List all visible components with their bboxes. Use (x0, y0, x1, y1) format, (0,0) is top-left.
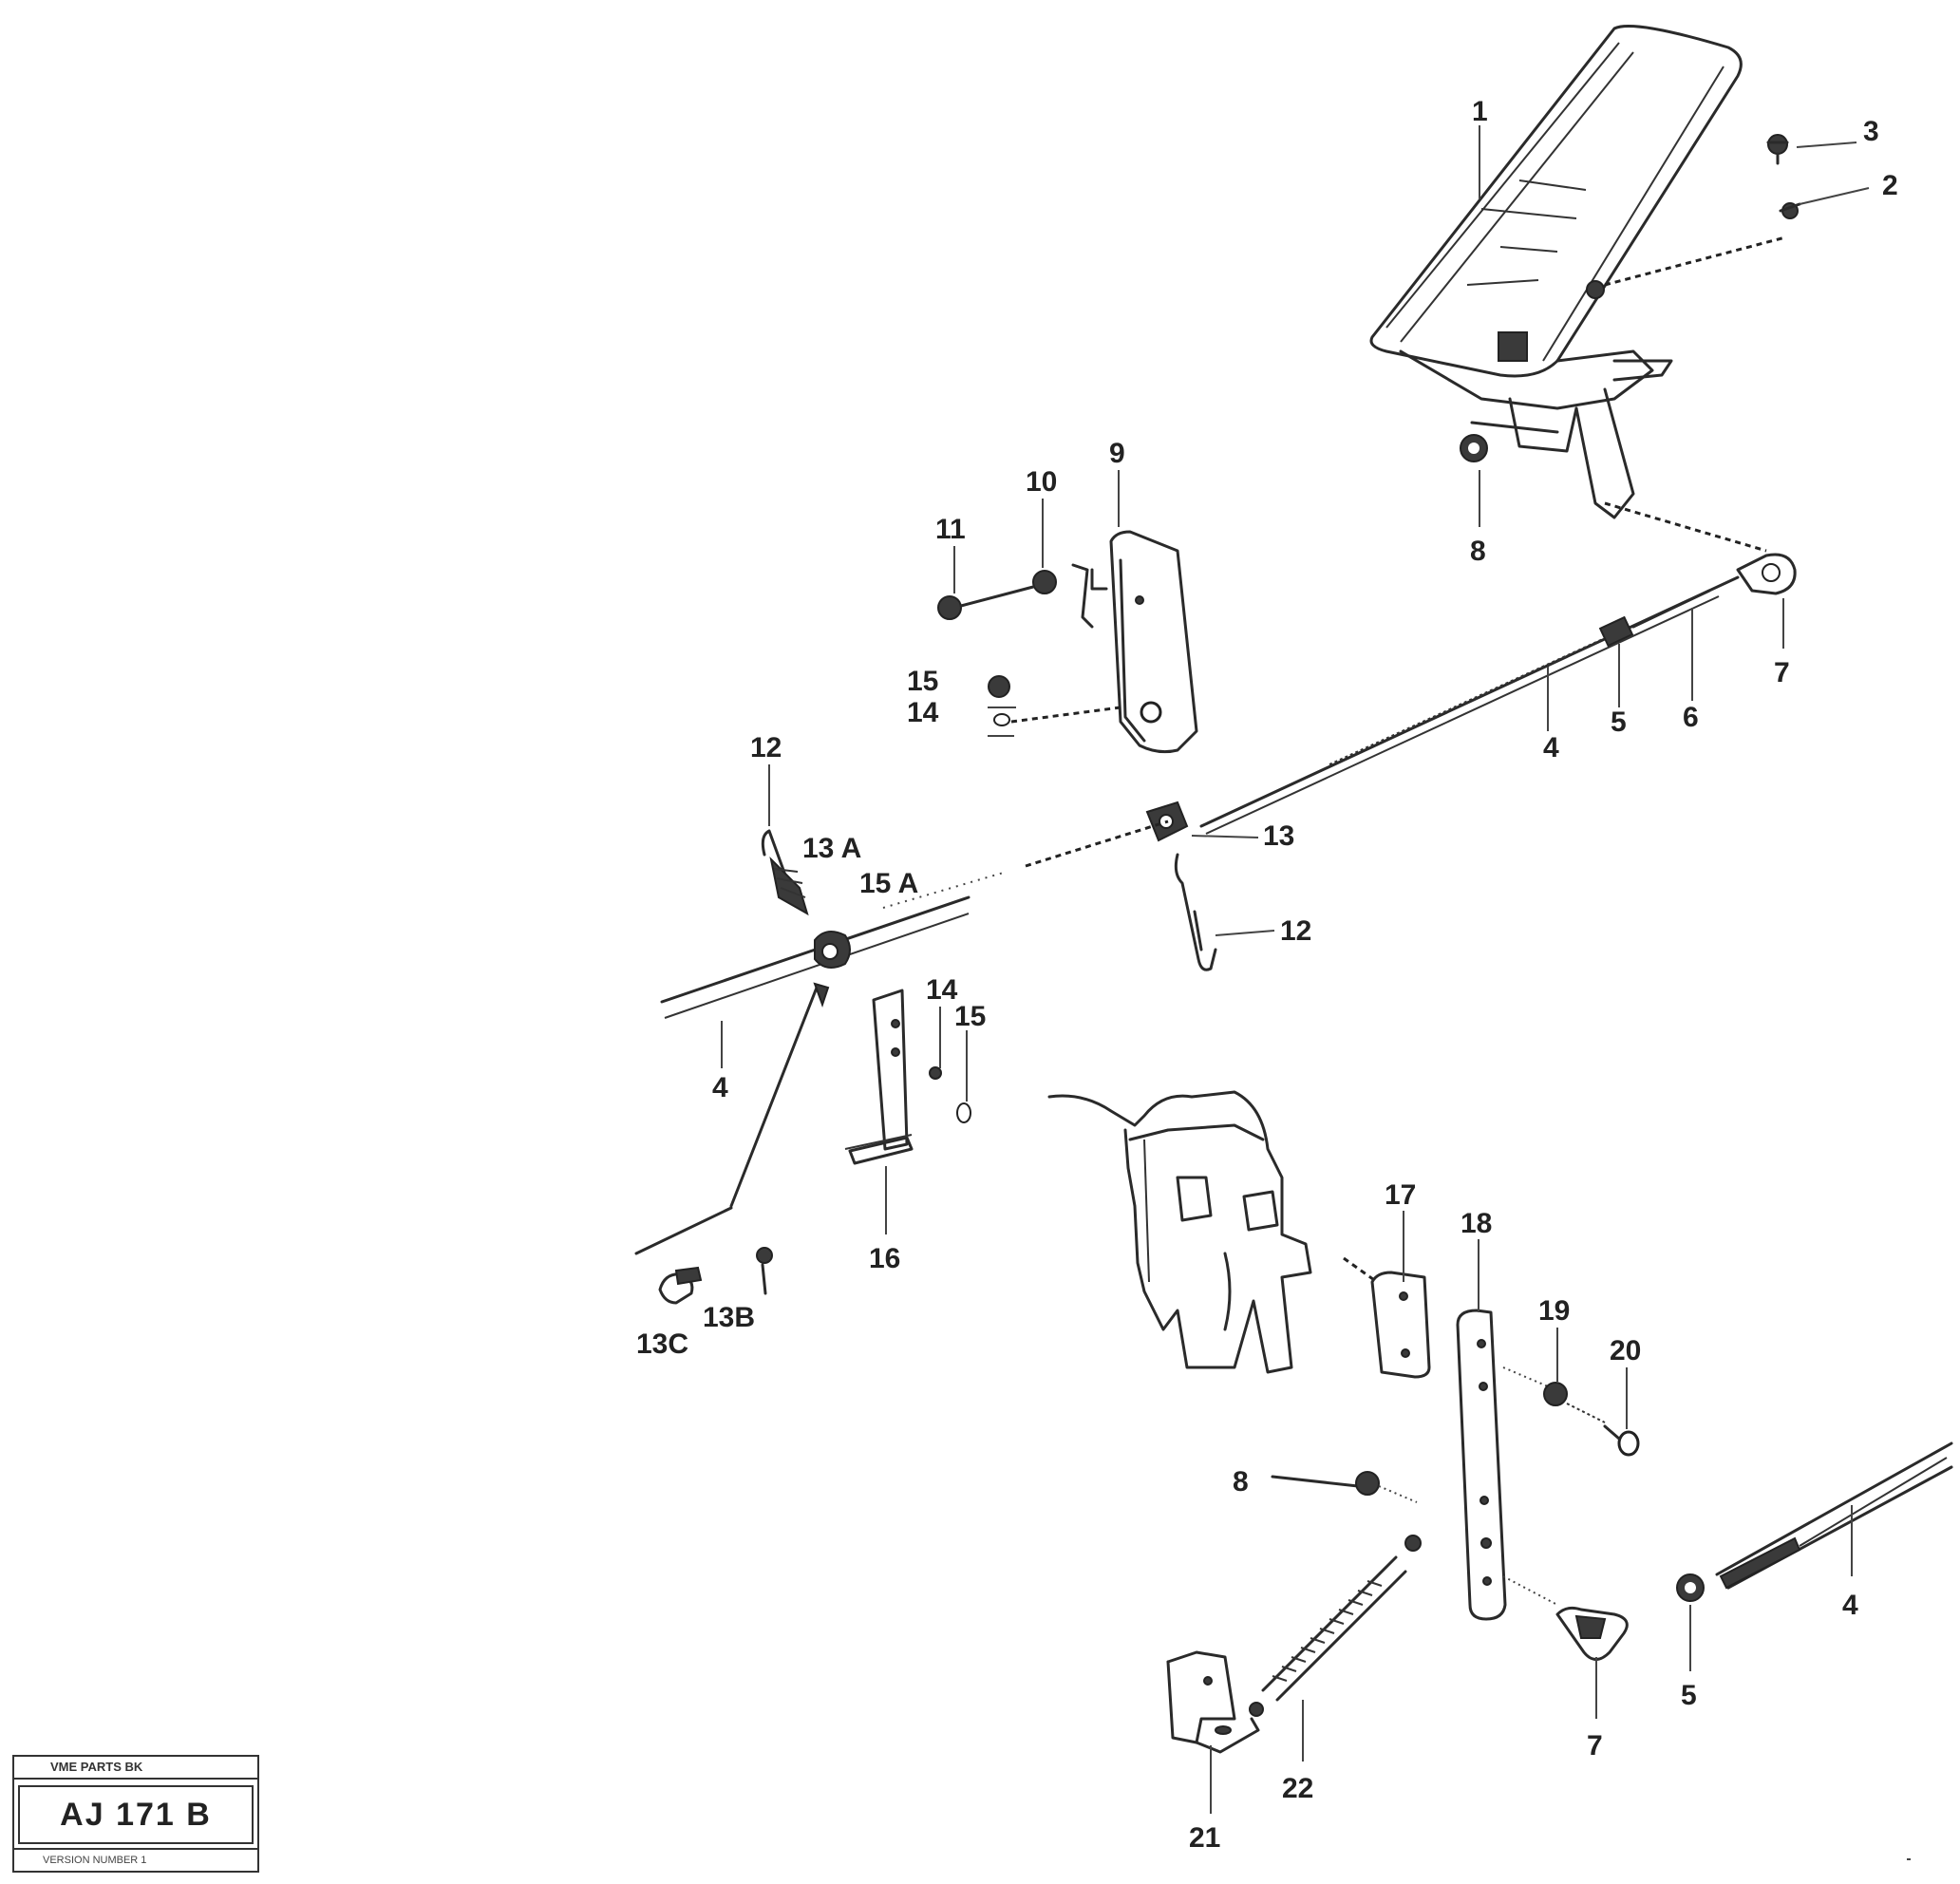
callout-4-left: 4 (712, 1072, 728, 1103)
rod-lower-left (634, 895, 971, 1255)
callout-12-left: 12 (750, 732, 782, 763)
callout-12-right: 12 (1280, 915, 1311, 947)
drawing-code: AJ 171 B (18, 1785, 254, 1844)
callout-1: 1 (1472, 96, 1488, 127)
callout-10: 10 (1026, 466, 1057, 498)
callout-15a: 15 A (859, 868, 918, 899)
bracket-16 (844, 989, 914, 1165)
fasteners-19-20 (1543, 1382, 1640, 1457)
callout-6-top: 6 (1683, 702, 1699, 733)
nut-8-top (1460, 434, 1488, 462)
spring-13a-clip-12-left (761, 829, 809, 916)
callout-19: 19 (1538, 1295, 1570, 1327)
callout-13b: 13B (703, 1302, 755, 1333)
rod-end-7-lower (1555, 1606, 1629, 1661)
linkage-line (1604, 501, 1767, 553)
bracket-9 (1090, 530, 1198, 754)
spring-22 (1249, 1535, 1422, 1717)
callout-21: 21 (1189, 1822, 1220, 1854)
plate-17 (1370, 1271, 1431, 1379)
callout-9: 9 (1109, 438, 1125, 469)
angle-bracket-21 (1166, 1650, 1260, 1754)
callout-4-top: 4 (1543, 732, 1559, 763)
pedal-assembly (1369, 25, 1786, 519)
rod-end-7-top (1736, 553, 1797, 595)
leader-lines (721, 125, 1911, 1860)
callout-16: 16 (869, 1243, 900, 1274)
callout-3: 3 (1863, 116, 1879, 147)
fasteners-14-15-lower (929, 1066, 971, 1123)
rod-dotted-mid (882, 871, 1008, 909)
nut-5-lower (1676, 1573, 1705, 1602)
stamp-footer: VERSION NUMBER 1 (14, 1848, 257, 1871)
fasteners-14-15-upper (988, 675, 1121, 726)
callout-13a: 13 A (802, 833, 861, 864)
callout-14-lower: 14 (926, 974, 958, 1006)
callout-7-lower: 7 (1587, 1730, 1603, 1762)
callout-2: 2 (1882, 170, 1898, 201)
lever-18 (1456, 1309, 1558, 1621)
fasteners-13b-13c (658, 1247, 773, 1305)
callout-13c: 13C (636, 1328, 688, 1360)
cable-rod-4-lower (1715, 1441, 1953, 1590)
callout-15-upper: 15 (907, 666, 938, 697)
callout-17: 17 (1385, 1179, 1416, 1211)
callout-4-lower: 4 (1842, 1590, 1858, 1621)
callout-8-lower: 8 (1233, 1466, 1249, 1498)
pedal-fasteners (1766, 134, 1801, 219)
callout-20: 20 (1610, 1335, 1641, 1366)
callout-14-upper: 14 (907, 697, 939, 728)
callout-5-lower: 5 (1681, 1680, 1697, 1711)
bolt-11-nut-10 (937, 563, 1094, 629)
callout-13: 13 (1263, 820, 1294, 852)
stamp-header: VME PARTS BK (14, 1757, 257, 1780)
callout-labels: 1 2 3 4 5 6 7 8 9 10 11 12 12 13 13 A 15… (636, 96, 1898, 1854)
drawing-reference-stamp: VME PARTS BK AJ 171 B VERSION NUMBER 1 (12, 1755, 259, 1873)
callout-11: 11 (935, 514, 966, 545)
callout-18: 18 (1461, 1208, 1492, 1239)
injection-pump-component (1047, 1090, 1378, 1374)
callout-22: 22 (1282, 1773, 1313, 1804)
bolt-8-lower (1271, 1471, 1418, 1503)
callout-8-top: 8 (1470, 536, 1486, 567)
cable-rod-4-upper (1199, 575, 1740, 835)
callout-15-lower: 15 (954, 1001, 986, 1032)
clip-12-right (1174, 853, 1217, 971)
callout-5-top: 5 (1611, 706, 1627, 738)
rod-dashed-mid (1025, 820, 1169, 868)
callout-7-top: 7 (1774, 657, 1790, 688)
